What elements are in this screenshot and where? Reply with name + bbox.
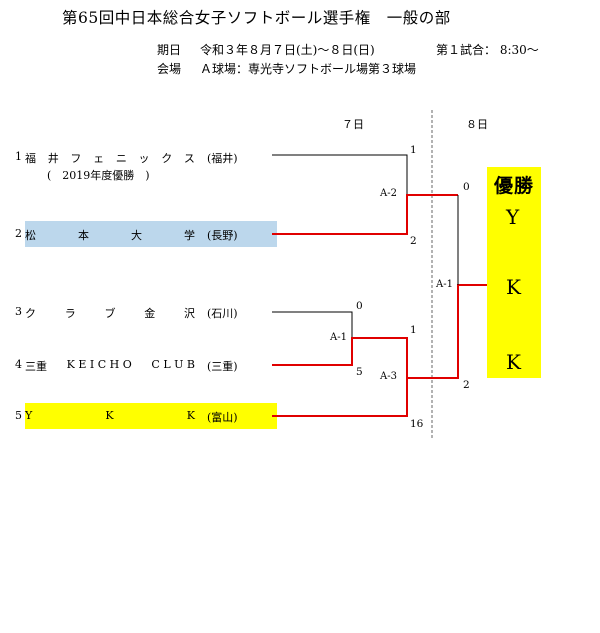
team-seed: 5 (15, 409, 22, 422)
dates-label: 期日 (157, 43, 182, 57)
champion-letter: K (506, 275, 521, 299)
venue-value: Ａ球場：専光寺ソフトボール場第３球場 (200, 62, 417, 76)
dates-value: 令和３年８月７日(土)～８日(日) (200, 43, 375, 57)
team-prefecture: (長野) (207, 229, 238, 242)
bracket-line-team1 (272, 154, 408, 195)
match-code: A-3 (380, 371, 397, 382)
team-prefecture: (富山) (207, 411, 238, 424)
bracket-line-team2 (272, 194, 458, 235)
score: 5 (356, 366, 363, 378)
team-prefecture: (福井) (207, 152, 238, 165)
day-label-7: ７日 (342, 118, 364, 131)
team-prefecture: (石川) (207, 307, 238, 320)
score: 0 (356, 300, 363, 312)
score: 16 (410, 418, 424, 430)
score: 1 (410, 144, 417, 156)
team-name-box: クラブ金沢 (石川) (25, 299, 277, 325)
team-name-box: 松本大学 (長野) (25, 221, 277, 247)
venue-label: 会場 (157, 62, 182, 76)
team-name: クラブ金沢 (25, 307, 195, 320)
team-name-box: 福井フェニックス (福井) (25, 144, 277, 170)
team-seed: 3 (15, 305, 22, 318)
match-code: A-2 (380, 188, 397, 199)
champion-box (487, 167, 541, 378)
day-label-8: ８日 (466, 118, 488, 131)
champion-letter: Y (506, 205, 520, 229)
first-match-time: 第１試合： 8:30～ (436, 43, 539, 57)
score: 2 (410, 235, 417, 247)
page-title: 第65回中日本総合女子ソフトボール選手権 一般の部 (62, 9, 451, 27)
team-prefecture: (三重) (207, 360, 238, 373)
champion-letter: K (506, 350, 521, 374)
match-code: A-1 (436, 279, 453, 290)
bracket-line-team5 (272, 284, 487, 417)
score: 1 (410, 324, 417, 336)
team-note: ( 2019年度優勝 ) (47, 169, 150, 182)
bracket-line-team3 (272, 311, 353, 338)
team-name: 福井フェニックス (25, 152, 195, 165)
bracket-line-team4 (272, 337, 408, 378)
team-seed: 1 (15, 150, 22, 163)
team-name: 松本大学 (25, 229, 195, 242)
team-seed: 2 (15, 227, 22, 240)
team-seed: 4 (15, 358, 22, 371)
match-code: A-1 (330, 332, 347, 343)
score: 2 (463, 379, 470, 391)
champion-label: 優勝 (494, 175, 535, 197)
score: 0 (463, 181, 470, 193)
